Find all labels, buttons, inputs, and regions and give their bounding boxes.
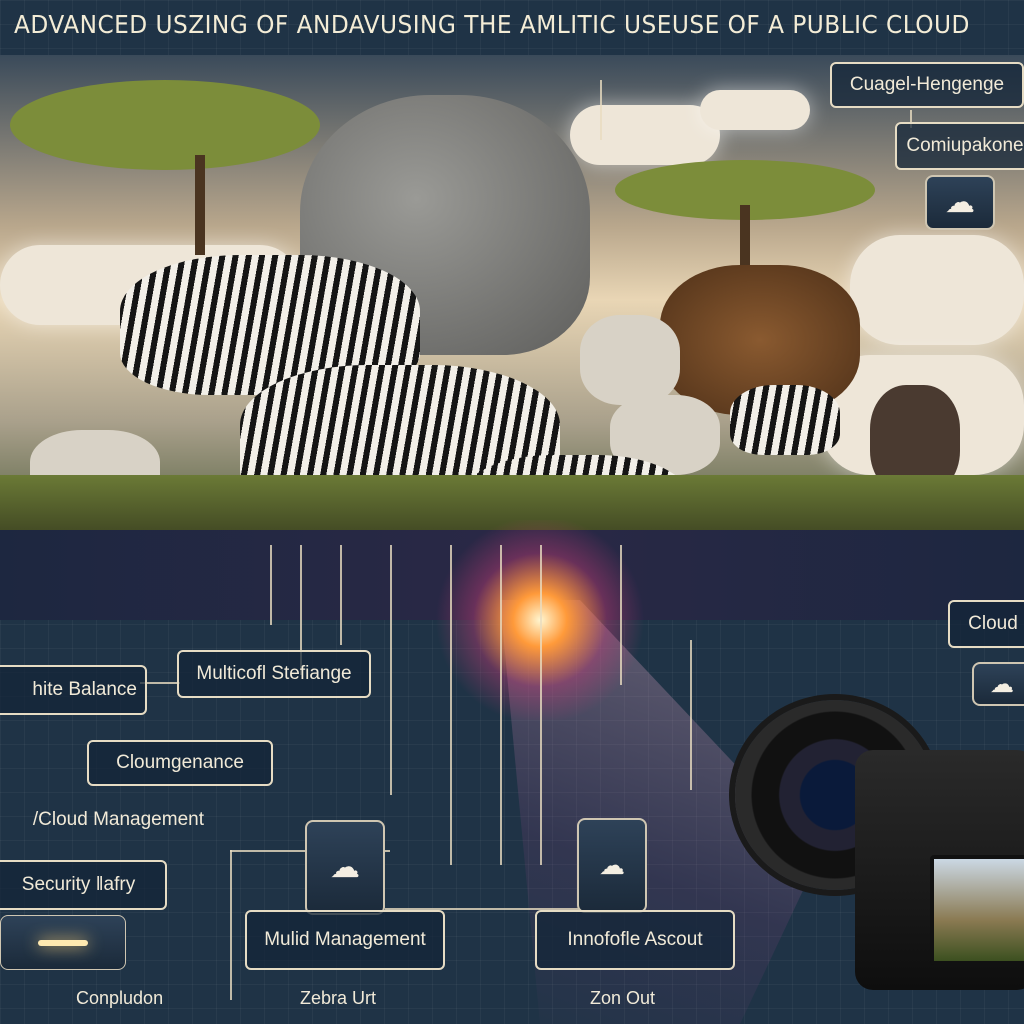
- node-box[interactable]: Multicofl Stefiange: [177, 650, 371, 698]
- cloud-icon[interactable]: ☁: [972, 662, 1024, 706]
- camera-screen: [930, 855, 1024, 965]
- node-box[interactable]: Comiupakone: [895, 122, 1024, 170]
- node-box[interactable]: Security ‖afry: [0, 860, 167, 910]
- node-box[interactable]: Cloud: [948, 600, 1024, 648]
- light-icon: [0, 915, 126, 970]
- node-box[interactable]: Cuagel-Hengenge: [830, 62, 1024, 108]
- bottom-label: Zebra Urt: [300, 988, 377, 1008]
- node-box[interactable]: Innofofle Ascout: [535, 910, 735, 970]
- wildlife-illustration: [0, 55, 1024, 545]
- node-box[interactable]: Mulid Management: [245, 910, 445, 970]
- node-box[interactable]: Cloumgenance: [87, 740, 273, 786]
- cloud-icon[interactable]: ☁: [577, 818, 647, 913]
- page-title: ADVANCED USZING OF ANDAVUSING THE AMLITI…: [14, 10, 970, 39]
- camera-icon: [735, 690, 1024, 1000]
- bottom-label: Conpludon: [76, 988, 164, 1008]
- bottom-label: Zon Out: [590, 988, 656, 1008]
- node-box[interactable]: hite Balance: [0, 665, 147, 715]
- cloud-icon[interactable]: ☁: [925, 175, 995, 230]
- cloud-icon[interactable]: ☁: [305, 820, 385, 915]
- node-box[interactable]: /Cloud Management: [32, 809, 204, 830]
- zebra: [730, 385, 840, 455]
